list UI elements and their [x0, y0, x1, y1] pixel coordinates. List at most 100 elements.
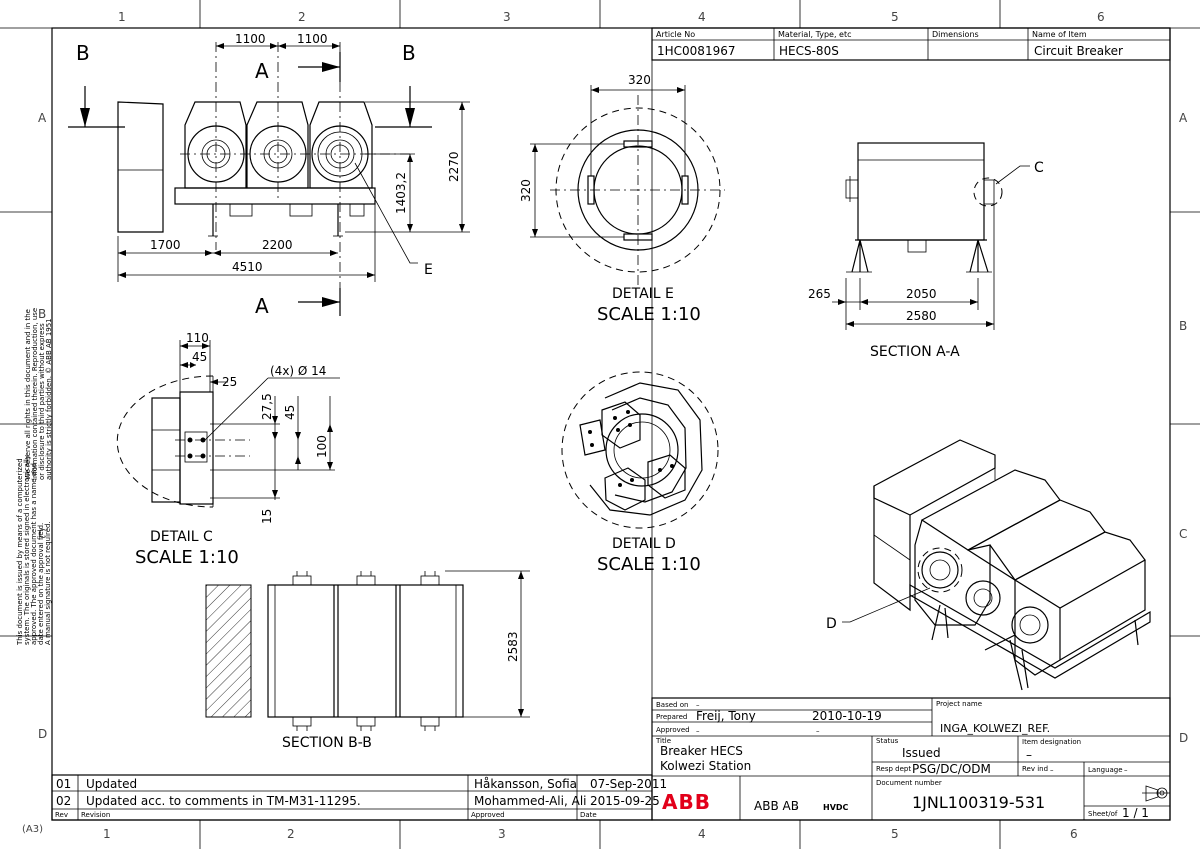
based-on-label: Based on [656, 701, 688, 709]
grid-col-5: 5 [891, 10, 899, 24]
rev-row-1-by: Håkansson, Sofia [474, 777, 577, 791]
detail-d-scale: SCALE 1:10 [597, 554, 701, 575]
detail-e-title: DETAIL E [612, 286, 674, 302]
approved-label: Approved [656, 726, 690, 734]
callout-e: E [424, 262, 433, 278]
paper-size: (A3) [22, 824, 43, 835]
callout-d: D [826, 616, 837, 632]
grid-col-2: 2 [298, 10, 306, 24]
grid-row-b-right: B [1179, 319, 1187, 333]
grid-row-b-left: B [38, 307, 46, 321]
division-name: HVDC [823, 803, 849, 812]
callout-c: C [1034, 160, 1044, 176]
language-value: – [1124, 766, 1128, 774]
detail-c-dim-110: 110 [186, 331, 209, 345]
rev-row-2-by: Mohammed-Ali, Ali [474, 794, 586, 808]
prepared-label: Prepared [656, 713, 687, 721]
rev-row-1-date: 07-Sep-2011 [590, 777, 667, 791]
section-aa-dim-265: 265 [808, 287, 831, 301]
material-header: Material, Type, etc [778, 30, 852, 39]
isometric-view: D [826, 439, 1151, 691]
svg-text:or disclosure to third parties: or disclosure to third parties without e… [38, 323, 46, 480]
section-aa-dim-2580: 2580 [906, 309, 937, 323]
detail-c-hole-note: (4x) Ø 14 [270, 364, 326, 378]
approved-by: – [696, 727, 700, 735]
section-aa-dim-2050: 2050 [906, 287, 937, 301]
doc-number-value: 1JNL100319-531 [912, 793, 1045, 812]
grid-col-2-bottom: 2 [287, 827, 295, 841]
abb-logo: ABB [662, 790, 711, 814]
dim-1403-2: 1403,2 [394, 172, 408, 214]
detail-c-dim-15: 15 [260, 509, 274, 524]
section-a-a: C 265 2050 2580 SECTION A-A [808, 142, 1044, 360]
rev-row-2-date: 2015-09-25 [590, 794, 660, 808]
section-bb-title: SECTION B-B [282, 735, 372, 751]
rev-row-2-desc: Updated acc. to comments in TM-M31-11295… [86, 794, 361, 808]
svg-text:authority is strictly forbidde: authority is strictly forbidden. © ABB A… [45, 318, 53, 480]
title-label: Title [655, 737, 671, 745]
section-a-top-label: A [255, 59, 269, 83]
dim-1700: 1700 [150, 238, 181, 252]
language-label: Language [1088, 766, 1123, 774]
projection-symbol-icon [1142, 785, 1170, 802]
detail-c-dim-100: 100 [315, 435, 329, 458]
dim-1100-left: 1100 [235, 32, 266, 46]
detail-c: 110 45 25 (4x) Ø 14 27,5 45 100 15 DETAI… [116, 331, 340, 568]
dim-1100-right: 1100 [297, 32, 328, 46]
rev-header-date: Date [580, 811, 597, 819]
rev-header-desc: Revision [81, 811, 110, 819]
grid-col-1: 1 [118, 10, 126, 24]
sheet-value: 1 / 1 [1122, 806, 1149, 820]
side-note-computerized: This document is issued by means of a co… [16, 455, 52, 646]
detail-e-dim-width: 320 [628, 73, 651, 87]
detail-d: DETAIL D SCALE 1:10 [561, 371, 719, 575]
grid-row-c-right: C [1179, 527, 1187, 541]
svg-text:information contained therein.: information contained therein. Reproduct… [31, 308, 39, 480]
detail-c-scale: SCALE 1:10 [135, 547, 239, 568]
detail-e-dim-height: 320 [519, 179, 533, 202]
revision-table: 01 Updated Håkansson, Sofia 07-Sep-2011 … [51, 774, 667, 821]
name-of-item-value: Circuit Breaker [1034, 44, 1123, 58]
grid-col-6: 6 [1097, 10, 1105, 24]
approved-date: – [816, 727, 820, 735]
dim-2200: 2200 [262, 238, 293, 252]
dim-4510: 4510 [232, 260, 263, 274]
rev-header-by: Approved [471, 811, 505, 819]
rev-ind-value: – [1050, 766, 1054, 774]
prepared-date: 2010-10-19 [812, 709, 882, 723]
section-bb-dim-2583: 2583 [506, 631, 520, 662]
rev-header-rev: Rev [55, 811, 68, 819]
title-block: Based on – Prepared Freij, Tony 2010-10-… [651, 697, 1171, 821]
detail-c-dim-45b: 45 [283, 405, 297, 420]
article-no-header: Article No [656, 30, 695, 39]
svg-text:-: - [795, 803, 798, 812]
svg-text:approved. The approved documen: approved. The approved document has a na… [30, 463, 38, 645]
svg-text:This document is issued by mea: This document is issued by means of a co… [16, 458, 24, 646]
prepared-by: Freij, Tony [696, 709, 756, 723]
svg-text:We reserve all rights in this: We reserve all rights in this document a… [24, 309, 32, 480]
article-table: Article No Material, Type, etc Dimension… [651, 27, 1171, 700]
rev-row-1-rev: 01 [56, 777, 71, 791]
section-a-bottom-label: A [255, 294, 269, 318]
detail-c-dim-25: 25 [222, 375, 237, 389]
detail-c-title: DETAIL C [150, 529, 213, 545]
grid-row-d-right: D [1179, 731, 1188, 745]
grid-col-3-bottom: 3 [498, 827, 506, 841]
grid-row-a-left: A [38, 111, 47, 125]
resp-dept-label: Resp dept [876, 765, 911, 773]
grid-row-c-left: C [38, 527, 46, 541]
item-designation-label: Item designation [1022, 738, 1081, 746]
resp-dept-value: PSG/DC/ODM [912, 762, 991, 776]
grid-col-4-bottom: 4 [698, 827, 706, 841]
side-note-rights: We reserve all rights in this document a… [24, 308, 53, 480]
detail-c-dim-27-5: 27,5 [260, 393, 274, 420]
name-of-item-header: Name of Item [1032, 30, 1087, 39]
material-value: HECS-80S [779, 44, 839, 58]
project-value: INGA_KOLWEZI_REF. [940, 722, 1050, 735]
sheet-label: Sheet/of [1088, 810, 1118, 818]
detail-c-dim-45a: 45 [192, 350, 207, 364]
section-b-left-label: B [76, 41, 90, 65]
dimensions-header: Dimensions [932, 30, 979, 39]
